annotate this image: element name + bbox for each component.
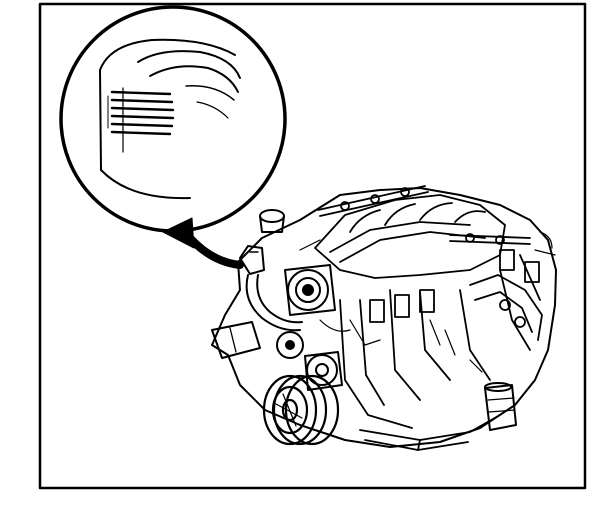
cylinder-block bbox=[339, 254, 541, 429]
coolant-sensor bbox=[239, 245, 265, 275]
engine-assembly bbox=[211, 185, 557, 451]
fuel-rail bbox=[317, 185, 531, 245]
callout-arrow bbox=[162, 217, 244, 269]
exhaust-manifold bbox=[469, 274, 543, 341]
crankshaft-pulley bbox=[262, 374, 340, 446]
ignition-coils bbox=[369, 249, 540, 323]
intake-manifold bbox=[314, 194, 506, 279]
callout-circle bbox=[59, 5, 287, 233]
engine-detail-linework bbox=[299, 231, 556, 373]
coolant-outlet-pipe bbox=[211, 321, 261, 359]
oil-pan bbox=[359, 414, 501, 451]
identification-label bbox=[107, 90, 175, 136]
engine-outline bbox=[211, 187, 557, 448]
figure-frame bbox=[38, 2, 587, 490]
water-pump bbox=[304, 351, 343, 391]
oil-fill-cap bbox=[259, 209, 285, 233]
idler-pulley bbox=[276, 331, 304, 359]
sensor-cylinder bbox=[99, 38, 241, 200]
coolant-hose bbox=[245, 274, 303, 332]
oil-filter bbox=[484, 382, 517, 431]
throttle-body bbox=[284, 264, 336, 316]
